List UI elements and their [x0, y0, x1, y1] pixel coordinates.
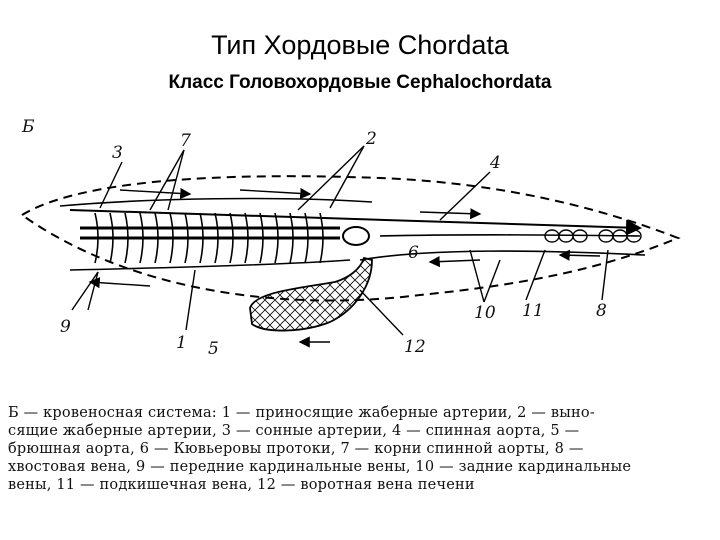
callout-3: 3	[112, 143, 123, 163]
callout-12: 12	[404, 337, 426, 357]
panel-letter: Б	[21, 117, 35, 137]
caption-line: сящие жаберные артерии, 3 — сонные артер…	[8, 423, 580, 439]
flow-arrow	[419, 208, 482, 220]
cuvierian-duct	[342, 226, 370, 246]
lancelet-circulatory-diagram: Б 3 7 2 4 6 9 1 5 12 10 11 8	[20, 117, 681, 359]
caption-line: хвостовая вена, 9 — передние кардинальны…	[8, 459, 632, 475]
flow-arrow	[239, 187, 312, 200]
callout-5: 5	[208, 339, 219, 359]
flow-arrow	[428, 256, 481, 268]
flow-arrow	[558, 249, 601, 261]
callout-10: 10	[474, 303, 496, 323]
posterior-cardinal-vein	[379, 234, 641, 237]
leader-lines	[71, 145, 609, 336]
caption-line: Б — кровеносная система: 1 — приносящие …	[8, 405, 595, 421]
vessel-lower	[69, 259, 351, 271]
page-subtitle: Класс Головохордовые Cephalochordata	[168, 72, 552, 93]
callout-9: 9	[60, 317, 71, 337]
gill-band	[80, 226, 340, 240]
flow-arrow	[119, 187, 192, 200]
vessel-upper	[59, 197, 373, 207]
caption-line: брюшная аорта, 6 — Кювьеровы протоки, 7 …	[8, 441, 584, 457]
subintestinal-vein	[359, 250, 646, 261]
flow-arrow	[88, 277, 151, 289]
callout-6: 6	[408, 243, 419, 263]
callout-1: 1	[176, 333, 187, 353]
callout-2: 2	[365, 129, 377, 149]
figure-caption: Б — кровеносная система: 1 — приносящие …	[8, 404, 708, 494]
callout-4: 4	[489, 153, 501, 173]
callout-11: 11	[522, 301, 544, 321]
callout-7: 7	[180, 131, 191, 151]
dorsal-aorta	[69, 209, 642, 236]
liver	[249, 256, 373, 332]
caption-line: вены, 11 — подкишечная вена, 12 — воротн…	[8, 477, 475, 493]
caudal-vein-knots	[544, 229, 642, 243]
callout-8: 8	[596, 301, 607, 321]
page-title: Тип Хордовые Chordata	[211, 30, 509, 60]
